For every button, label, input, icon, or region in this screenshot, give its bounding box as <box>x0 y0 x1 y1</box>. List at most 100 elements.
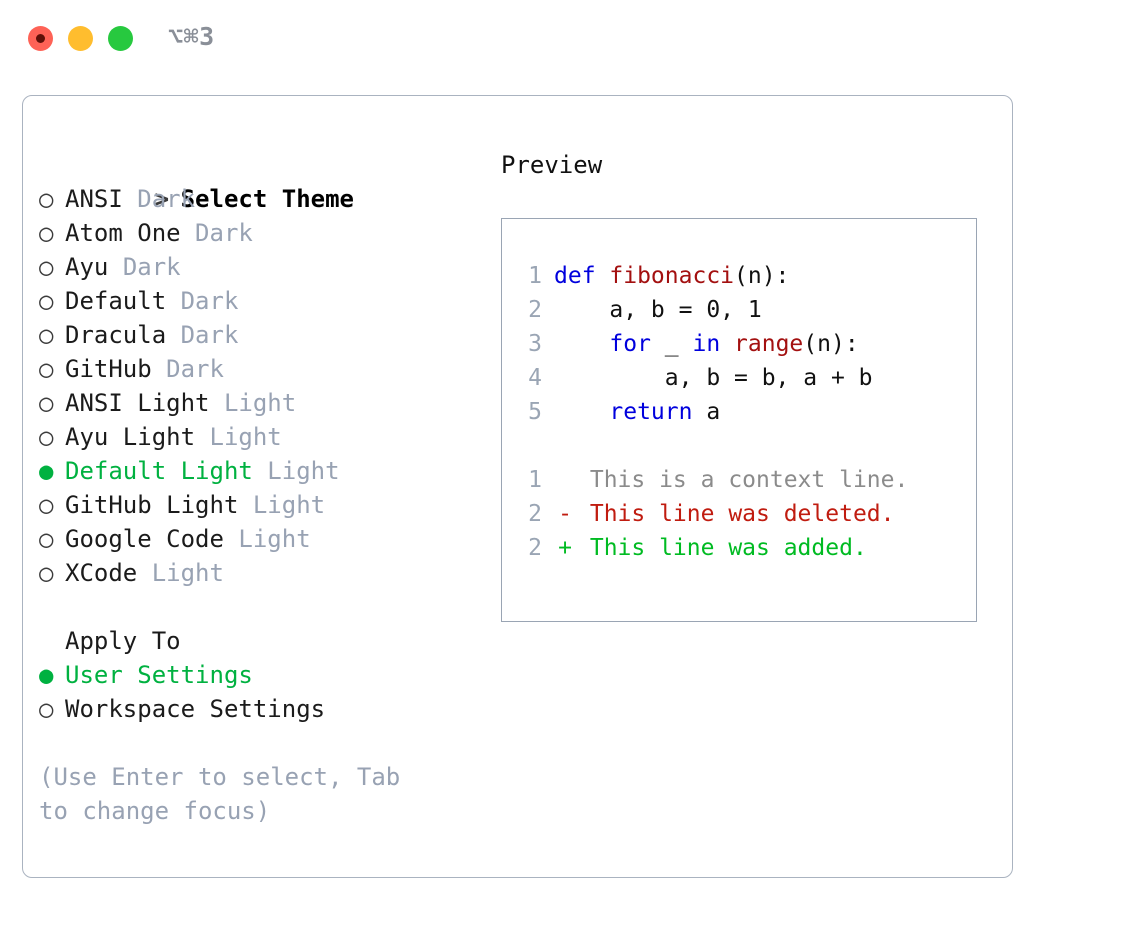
diff-marker <box>554 463 576 497</box>
line-number: 1 <box>528 467 542 493</box>
code-token: a <box>692 399 721 425</box>
theme-category-label: Light <box>267 457 340 485</box>
line-number: 1 <box>528 263 542 289</box>
select-theme-header-label: Select Theme <box>180 185 354 213</box>
list-spacer <box>39 590 469 624</box>
diff-text: This line was added. <box>576 535 867 561</box>
code-blank-line <box>516 429 908 463</box>
code-line: 1 def fibonacci(n): <box>516 259 908 293</box>
theme-name: Google Code <box>65 525 224 553</box>
gap <box>166 321 180 349</box>
close-window-button[interactable] <box>28 26 53 51</box>
theme-list-item[interactable]: ○Atom One Dark <box>39 216 469 250</box>
line-number: 2 <box>528 501 542 527</box>
theme-category-label: Dark <box>122 253 181 281</box>
theme-name: GitHub Light <box>65 491 239 519</box>
apply-to-option[interactable]: ●User Settings <box>39 658 469 692</box>
diff-marker: - <box>558 501 572 527</box>
radio-unselected-icon: ○ <box>39 321 54 349</box>
code-line: 5 return a <box>516 395 908 429</box>
code-line: 4 a, b = b, a + b <box>516 361 908 395</box>
theme-list-item[interactable]: ○ GitHub Light Light <box>39 488 469 522</box>
code-token <box>554 331 609 357</box>
radio-selected-icon: ● <box>39 661 54 689</box>
code-token: a, b = 0, 1 <box>554 297 762 323</box>
gap <box>137 559 151 587</box>
code-token: for <box>609 331 651 357</box>
prompt-caret-icon: > <box>154 185 170 213</box>
theme-category-label: Dark <box>166 355 224 383</box>
theme-list-item[interactable]: ○Google Code Light <box>39 522 469 556</box>
minimize-window-button[interactable] <box>68 26 93 51</box>
theme-name: Default Light <box>65 457 253 485</box>
code-token <box>554 399 609 425</box>
code-token: def <box>554 263 610 289</box>
gap <box>108 253 122 281</box>
code-token: (n): <box>734 263 790 289</box>
code-line: 2 a, b = 0, 1 <box>516 293 908 327</box>
theme-list-item[interactable]: ○Ayu Light Light <box>39 420 469 454</box>
code-token: _ <box>650 331 693 357</box>
diff-text: This line was deleted. <box>576 501 895 527</box>
line-number: 2 <box>528 297 542 323</box>
theme-category-label: Dark <box>137 185 196 213</box>
diff-line: 2 + This line was added. <box>516 531 908 565</box>
preview-title: Preview <box>501 151 603 179</box>
line-number: 5 <box>528 399 542 425</box>
gap <box>181 219 195 247</box>
theme-category-label: Dark <box>180 287 239 315</box>
radio-unselected-icon: ○ <box>39 695 54 723</box>
radio-unselected-icon: ○ <box>39 219 54 247</box>
diff-line: 2- This line was deleted. <box>516 497 908 531</box>
line-number: 4 <box>528 365 542 391</box>
theme-list-item[interactable]: ○ GitHub Dark <box>39 352 469 386</box>
radio-selected-icon: ● <box>39 457 54 485</box>
theme-name: ANSI <box>65 185 123 213</box>
radio-unselected-icon: ○ <box>39 355 54 383</box>
gap <box>210 389 224 417</box>
gap <box>152 355 166 383</box>
theme-list-item[interactable]: ○Default Dark <box>39 284 469 318</box>
window-title: ⌥⌘3 <box>168 22 215 51</box>
theme-name: Dracula <box>65 321 167 349</box>
theme-list-item[interactable]: ○ ANSI Dark <box>39 182 469 216</box>
apply-to-label: Workspace Settings <box>65 695 326 723</box>
apply-to-option[interactable]: ○ Workspace Settings <box>39 692 469 726</box>
theme-name: Ayu Light <box>65 423 196 451</box>
radio-unselected-icon: ○ <box>39 389 54 417</box>
title-bar: ⌥⌘3 <box>0 0 1140 78</box>
code-token: fibonacci <box>609 263 735 289</box>
theme-list-item[interactable]: ○XCode Light <box>39 556 469 590</box>
gap <box>123 185 137 213</box>
theme-name: Atom One <box>65 219 181 247</box>
theme-list-item[interactable]: ● Default Light Light <box>39 454 469 488</box>
diff-marker: + <box>558 535 572 561</box>
radio-unselected-icon: ○ <box>39 491 54 519</box>
radio-unselected-icon: ○ <box>39 423 54 451</box>
theme-category-label: Dark <box>180 321 239 349</box>
line-number: 2 <box>528 535 542 561</box>
theme-picker-panel: >Select Theme ○ANSI Dark○Atom One Dark○A… <box>22 95 1013 878</box>
theme-list-item[interactable]: ○Ayu Dark <box>39 250 469 284</box>
gap <box>253 457 267 485</box>
diff-text: This is a context line. <box>576 467 909 493</box>
theme-list-item[interactable]: ○ Dracula Dark <box>39 318 469 352</box>
keyboard-hint: (Use Enter to select, Tab to change focu… <box>39 763 401 825</box>
theme-category-label: Light <box>223 389 297 417</box>
gap <box>195 423 209 451</box>
theme-selector-column: >Select Theme ○ANSI Dark○Atom One Dark○A… <box>39 148 469 828</box>
radio-unselected-icon: ○ <box>39 185 54 213</box>
theme-category-label: Light <box>252 491 326 519</box>
diff-line: 1 This is a context line. <box>516 463 908 497</box>
select-theme-header: > Select Theme <box>39 148 469 213</box>
apply-to-header: Apply To <box>65 627 181 655</box>
radio-unselected-icon: ○ <box>39 525 54 553</box>
code-token: in <box>692 331 735 357</box>
theme-name: GitHub <box>65 355 152 383</box>
theme-list-item[interactable]: ○ANSI Light Light <box>39 386 469 420</box>
maximize-window-button[interactable] <box>108 26 133 51</box>
theme-name: Default <box>65 287 167 315</box>
